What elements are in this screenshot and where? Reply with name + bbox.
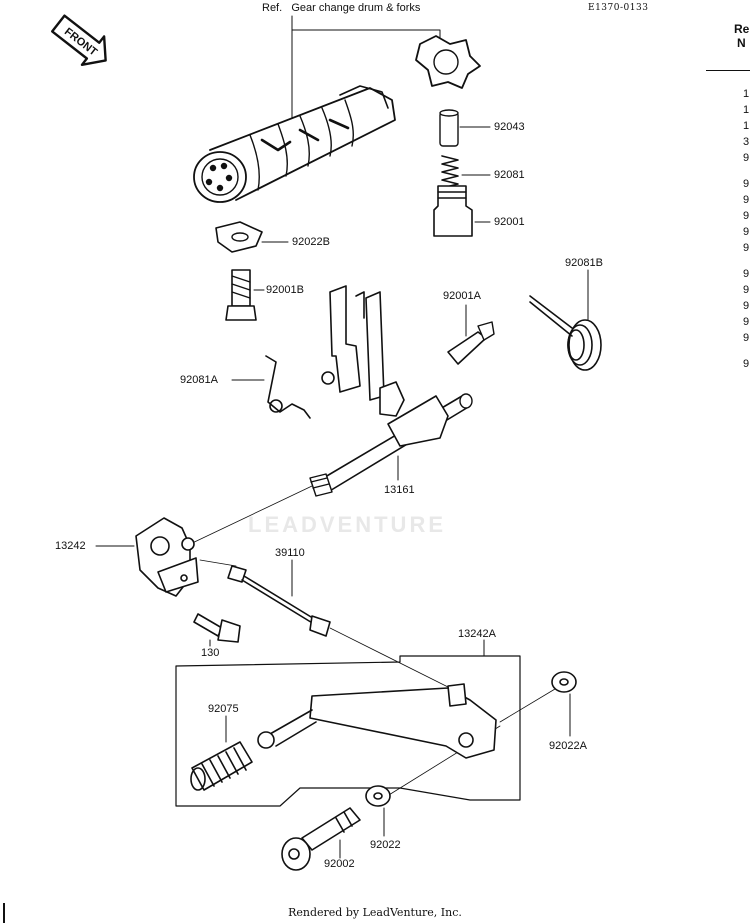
column-number: 9: [743, 316, 750, 328]
ref-bracket: [291, 15, 441, 121]
ref-label: Ref.: [262, 2, 283, 14]
col-head-line-1: Re: [734, 22, 750, 36]
label-92022: 92022: [370, 839, 401, 851]
label-92075: 92075: [208, 703, 239, 715]
label-92022b: 92022B: [292, 236, 330, 248]
label-39110: 39110: [275, 547, 305, 559]
part-92022b-washer: [215, 221, 289, 253]
part-92001-plug: [433, 185, 491, 237]
part-92043-pin: [439, 109, 491, 147]
label-130: 130: [201, 647, 220, 659]
label-92022a: 92022A: [549, 740, 587, 752]
front-arrow-icon: FRONT: [51, 14, 107, 67]
part-92001b-bolt: [225, 269, 265, 321]
column-divider: [706, 70, 750, 71]
diagram-code: E1370-0133: [588, 3, 649, 13]
column-number: 9: [743, 226, 750, 238]
watermark: LEADVENTURE: [248, 512, 447, 537]
column-number: 9: [743, 210, 750, 222]
part-92002-pivot-bolt: [281, 807, 361, 871]
part-92001a-stud: [447, 304, 495, 365]
column-number: 9: [743, 300, 750, 312]
part-13242-lever-clamp: [95, 517, 199, 597]
part-130-bolt: [193, 613, 241, 647]
label-13242a: 13242A: [458, 628, 496, 640]
gear-change-drum: [193, 85, 396, 203]
label-13161: 13161: [384, 484, 415, 496]
label-92001a: 92001A: [443, 290, 481, 302]
column-number: 9: [743, 242, 750, 254]
part-92075-pedal-rubber: [190, 715, 253, 791]
shift-forks: [321, 285, 405, 417]
column-number: 9: [743, 178, 750, 190]
label-92081b: 92081B: [565, 257, 603, 269]
column-number: 9: [743, 152, 750, 164]
part-92022a-washer: [551, 671, 577, 737]
column-number: 9: [743, 268, 750, 280]
ref-heading: Ref. Gear change drum & forks: [262, 2, 420, 14]
col-head-line-2: N: [737, 36, 746, 50]
ref-no-column-head: Re N: [734, 22, 749, 50]
column-number: 1: [743, 88, 750, 100]
column-number: 9: [743, 358, 750, 370]
column-number: 9: [743, 284, 750, 296]
ref-title: Gear change drum & forks: [291, 2, 421, 14]
column-number: 1: [743, 104, 750, 116]
drum-cam-plate: [415, 35, 481, 89]
column-number: 1: [743, 120, 750, 132]
part-92022-washer: [365, 785, 391, 837]
edge-mark: [3, 903, 5, 923]
label-92002: 92002: [324, 858, 355, 870]
label-92001b: 92001B: [266, 284, 304, 296]
column-number: 9: [743, 332, 750, 344]
part-39110-tie-rod: [227, 559, 331, 637]
part-92081b-torsion-spring: [529, 269, 602, 371]
column-number: 3: [743, 136, 750, 148]
footer-credit: Rendered by LeadVenture, Inc.: [288, 906, 462, 919]
label-13242: 13242: [55, 540, 86, 552]
label-92001: 92001: [494, 216, 525, 228]
column-number: 9: [743, 194, 750, 206]
label-92043: 92043: [494, 121, 525, 133]
part-13242a-assembly-box: [175, 639, 521, 807]
label-92081a: 92081A: [180, 374, 218, 386]
label-92081: 92081: [494, 169, 525, 181]
shift-pedal-lever: [257, 683, 497, 759]
part-13161-shift-shaft: [309, 393, 473, 497]
part-92081a-spring: [231, 355, 311, 419]
